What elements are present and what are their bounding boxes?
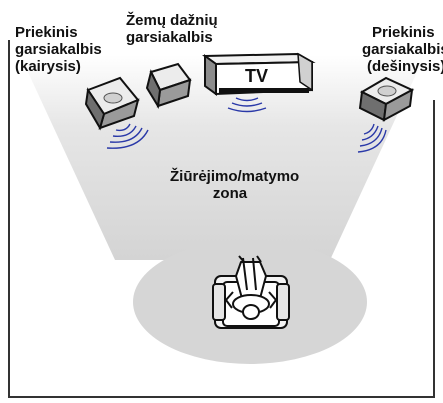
viewing-zone-label: Žiūrėjimo/matymo zona bbox=[170, 168, 300, 202]
front-left-speaker-label: Priekinis garsiakalbis (kairysis) bbox=[15, 24, 102, 75]
front-right-line-2: garsiakalbis bbox=[362, 41, 443, 58]
subwoofer-speaker-icon bbox=[145, 62, 192, 109]
viewing-zone-line-2: zona bbox=[212, 185, 248, 202]
front-right-speaker-label: Priekinis garsiakalbis (dešinysis) bbox=[362, 24, 443, 75]
front-right-line-3: (dešinysis) bbox=[367, 58, 443, 75]
front-right-line-1: Priekinis bbox=[372, 24, 435, 41]
tv-label: TV bbox=[245, 66, 269, 86]
subwoofer-line-2: garsiakalbis bbox=[126, 29, 213, 46]
subwoofer-label: Žemų dažnių garsiakalbis bbox=[126, 12, 218, 46]
front-left-speaker-icon bbox=[84, 76, 140, 131]
front-left-line-2: garsiakalbis bbox=[15, 41, 102, 58]
front-right-speaker-icon bbox=[358, 76, 415, 122]
viewing-zone-line-1: Žiūrėjimo/matymo bbox=[170, 168, 300, 185]
subwoofer-line-1: Žemų dažnių bbox=[126, 12, 218, 29]
seated-viewer-icon bbox=[212, 255, 290, 329]
sound-waves-center bbox=[227, 97, 267, 113]
sound-waves-left bbox=[106, 123, 149, 149]
sound-waves-right bbox=[357, 123, 387, 153]
front-left-line-3: (kairysis) bbox=[15, 58, 81, 75]
tv-icon bbox=[202, 52, 316, 96]
front-left-line-1: Priekinis bbox=[15, 24, 78, 41]
